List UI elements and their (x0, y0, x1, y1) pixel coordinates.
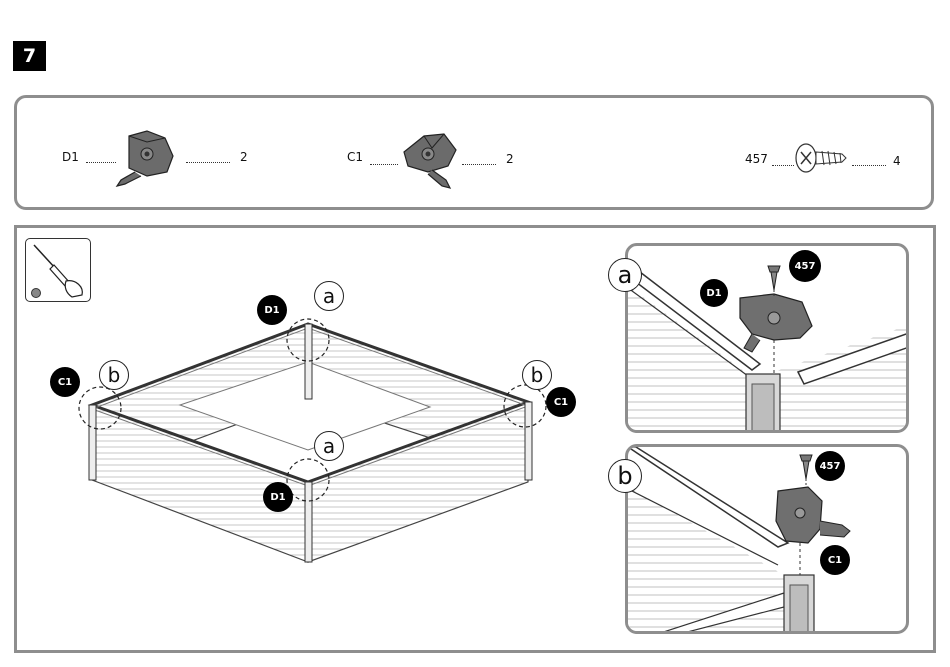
tag-c1-detail: C1 (820, 545, 850, 575)
tag-d1-top: D1 (257, 295, 287, 325)
screwdriver-icon (26, 239, 90, 301)
tag-c1-left: C1 (50, 367, 80, 397)
tag-c1-right: C1 (546, 387, 576, 417)
detail-a-letter: a (608, 258, 642, 292)
leader-line (370, 164, 398, 165)
part-457-quantity: 4 (893, 154, 901, 168)
tag-457-detail-b: 457 (815, 451, 845, 481)
step-number-badge: 7 (13, 41, 46, 71)
tag-d1-detail: D1 (700, 279, 728, 307)
corner-detail-a-illustration (628, 246, 909, 433)
corner-piece-c1-icon (398, 130, 464, 192)
detail-a-panel (625, 243, 909, 433)
tag-457-detail-a: 457 (789, 250, 821, 282)
callout-a-front: a (314, 431, 344, 461)
part-c1-quantity: 2 (506, 152, 514, 166)
corner-detail-b-illustration (628, 447, 909, 634)
leader-line (852, 165, 886, 166)
callout-b-right: b (522, 360, 552, 390)
part-457-label: 457 (745, 152, 768, 166)
detail-b-letter: b (608, 459, 642, 493)
callout-a-top: a (314, 281, 344, 311)
screw-457-icon (794, 142, 848, 174)
leader-line (772, 165, 794, 166)
part-c1-label: C1 (347, 150, 363, 164)
callout-b-left: b (99, 360, 129, 390)
tag-d1-front: D1 (263, 482, 293, 512)
part-d1-label: D1 (62, 150, 79, 164)
leader-line (462, 164, 496, 165)
tool-required-box (25, 238, 91, 302)
leader-line (186, 162, 230, 163)
detail-b-panel (625, 444, 909, 634)
corner-piece-d1-icon (115, 128, 185, 190)
leader-line (86, 162, 116, 163)
part-d1-quantity: 2 (240, 150, 248, 164)
